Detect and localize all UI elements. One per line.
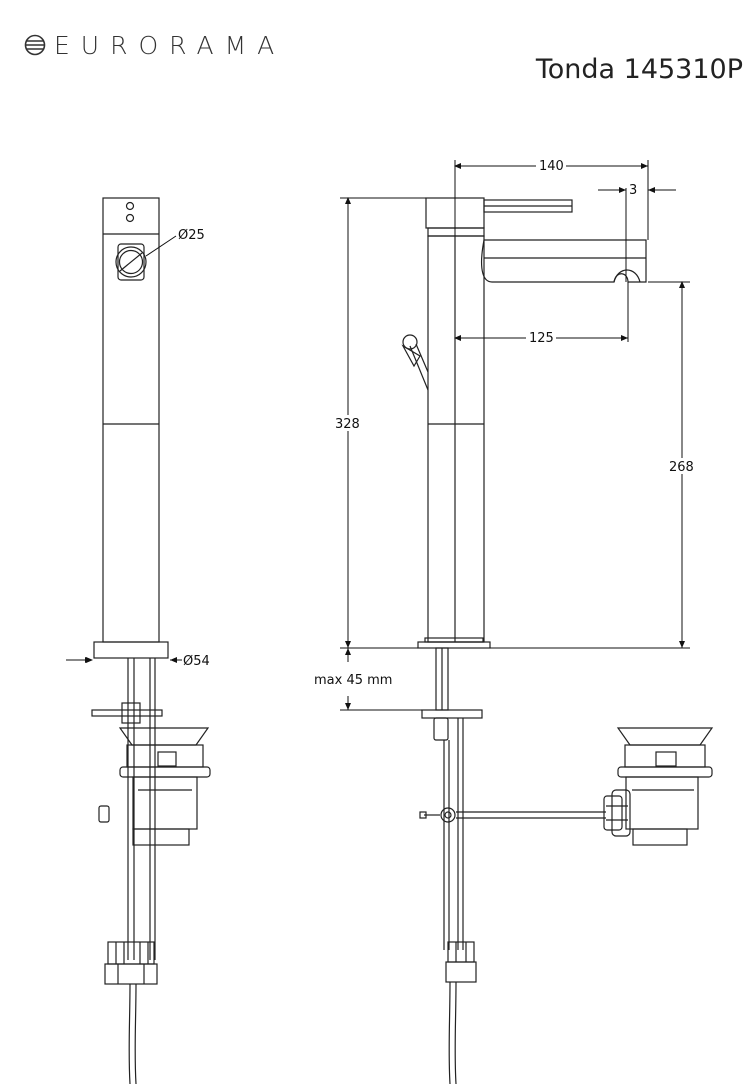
brand-logo: EURORAMA (24, 32, 285, 58)
side-view-hose-connectors (104, 941, 158, 985)
front-view-dimensions (340, 160, 690, 711)
dim-outlet-height: 268 (669, 460, 694, 475)
side-view-dimensions (66, 235, 182, 663)
waste-knob (603, 789, 631, 837)
dim-total-height: 328 (335, 417, 360, 432)
eurorama-globe-icon (24, 34, 46, 56)
front-view-linkage (419, 807, 606, 823)
waste-view (603, 727, 714, 846)
side-view-waste (118, 727, 211, 846)
side-view-body (102, 197, 160, 643)
dim-spout-offset: 3 (629, 183, 637, 198)
front-view-body (427, 235, 485, 643)
front-view-lever (483, 199, 573, 213)
dim-spout-reach: 140 (539, 159, 564, 174)
front-view-base (417, 641, 491, 649)
front-view-popup-knob (401, 334, 429, 391)
dim-outlet-reach: 125 (529, 331, 554, 346)
dim-max-deck-thickness: max 45 mm (314, 673, 392, 688)
brand-name: EURORAMA (54, 30, 286, 60)
dim-base-diameter: Ø54 (183, 654, 210, 669)
front-view (401, 197, 647, 1084)
product-title: Tonda 145310P (535, 54, 743, 85)
side-view-base (93, 641, 169, 659)
front-view-spout (480, 239, 647, 283)
front-view-hose-connectors (445, 941, 477, 983)
side-view-handle (115, 243, 147, 281)
side-view (91, 197, 211, 1084)
dim-handle-diameter: Ø25 (178, 228, 205, 243)
